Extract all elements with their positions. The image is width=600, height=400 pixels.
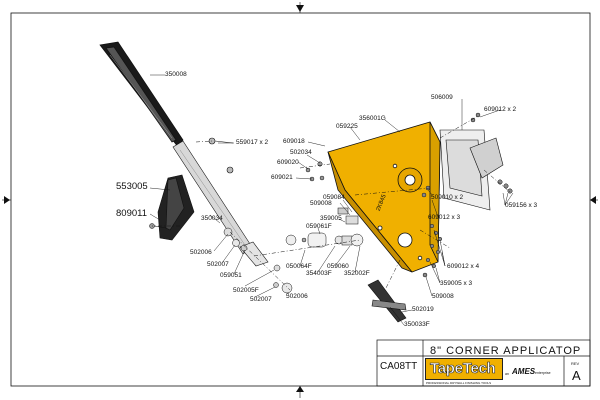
label-502007-b: 502007 (250, 296, 272, 303)
leader-lines (149, 74, 514, 326)
label-809011: 809011 (116, 208, 147, 219)
label-509008-a: 509008 (310, 200, 332, 207)
label-502006-a: 502006 (190, 249, 212, 256)
bracket-553005 (157, 174, 195, 241)
label-502034: 502034 (290, 149, 312, 156)
label-502019: 502019 (412, 306, 434, 313)
drawing-number: CA08TT (380, 361, 418, 372)
screws-559017 (208, 137, 234, 174)
label-609012-a: 609012 x 2 (484, 106, 517, 113)
label-609018: 609018 (283, 138, 305, 145)
label-354003f: 354003F (306, 270, 332, 277)
label-509010: 509010 x 2 (431, 194, 464, 201)
label-352002f: 352002F (344, 270, 370, 277)
rev-label: REV (571, 361, 580, 366)
assembly-center-lines (152, 115, 511, 291)
label-502006-b: 502006 (286, 293, 308, 300)
label-509008-b: 509008 (432, 293, 454, 300)
rev-value: A (572, 368, 581, 383)
wiper-502019 (367, 279, 407, 323)
label-059051: 059051 (220, 272, 242, 279)
label-059060: 059060 (327, 263, 349, 270)
label-350008: 350008 (165, 71, 187, 78)
drawing-title: 8" CORNER APPLICATOP (430, 345, 582, 357)
label-359005: 359005 (320, 215, 342, 222)
drawing-border (10, 12, 591, 387)
label-609021: 609021 (271, 174, 293, 181)
screws-right (421, 112, 513, 278)
logo-text: TapeTech (430, 360, 496, 378)
blade-350008 (99, 41, 184, 148)
label-350033f: 350033F (404, 321, 430, 328)
ames-logo: AMES (512, 367, 536, 376)
title-block-grid (376, 339, 591, 387)
enterprise-text: enterprise (535, 371, 551, 375)
label-350034: 350034 (201, 215, 223, 222)
label-506009: 506009 (431, 94, 453, 101)
label-059084: 059084 (323, 194, 345, 201)
tapetech-logo: TapeTech (425, 358, 503, 380)
label-359005-b: 359005 x 3 (440, 280, 473, 287)
label-553005: 553005 (116, 181, 148, 192)
label-059061f: 059061F (306, 223, 332, 230)
label-502005f: 502005F (233, 287, 259, 294)
label-050064f: 050064F (286, 263, 312, 270)
label-609020: 609020 (277, 159, 299, 166)
logo-tagline: PROFESSIONAL DRYWALL FINISHING TOOLS (426, 381, 492, 385)
label-609012-c: 609012 x 4 (447, 263, 480, 270)
logo-on-text: an (505, 372, 509, 376)
shaft-parts (307, 232, 364, 248)
label-059156: 059156 x 3 (505, 202, 538, 209)
hub-parts-left (223, 227, 307, 294)
label-559017: 559017 x 2 (236, 139, 269, 146)
label-502007-a: 502007 (207, 261, 229, 268)
label-609012-b: 609012 x 3 (428, 214, 461, 221)
end-plate-506009 (439, 129, 504, 211)
label-356001g: 356001G (359, 115, 386, 122)
label-059225: 059225 (336, 123, 358, 130)
